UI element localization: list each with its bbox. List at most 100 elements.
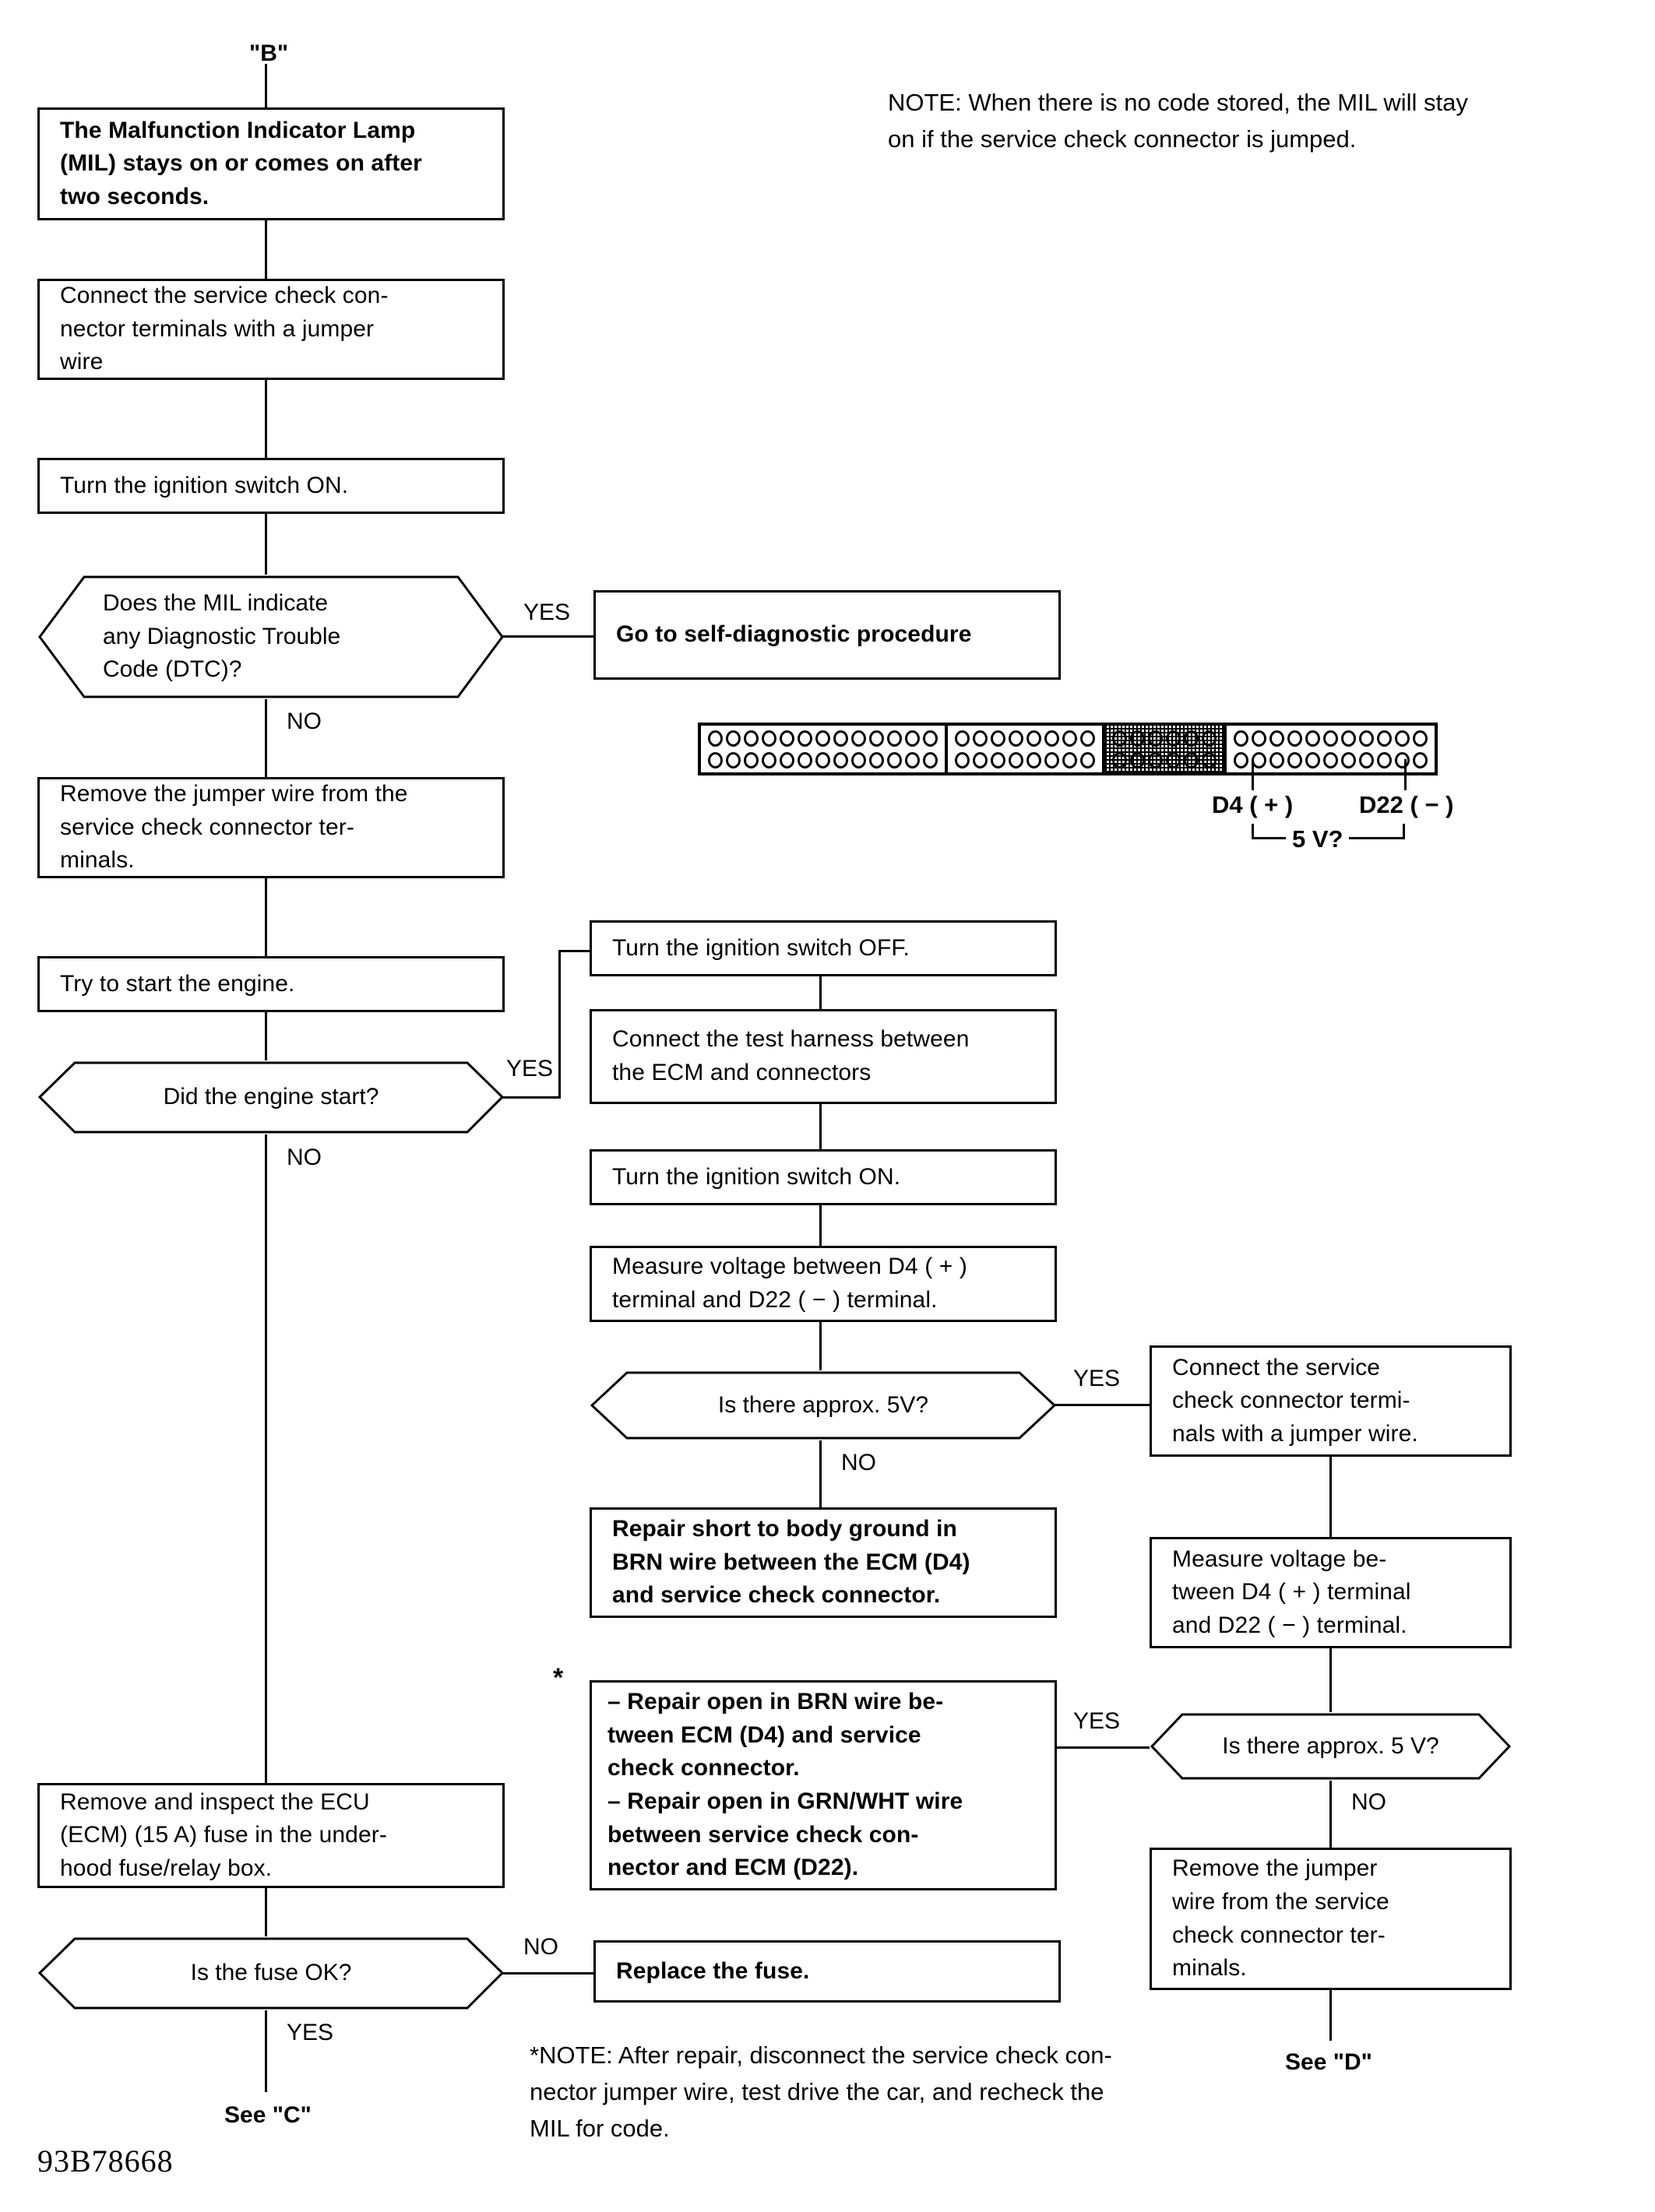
process-replace-fuse: Replace the fuse.: [593, 1940, 1061, 2003]
top-note: NOTE: When there is no code stored, the …: [888, 89, 1468, 153]
connector-line-no-r1: [1329, 1781, 1332, 1848]
pin: [1009, 730, 1023, 747]
exit-tag-d: See "D": [1285, 2049, 1372, 2075]
process-connect-harness-text: Connect the test harness between the ECM…: [612, 1026, 970, 1085]
process-remove-jumper-2: Remove the jumper wire from the service …: [1150, 1848, 1512, 1990]
pin: [1269, 730, 1284, 747]
pin: [887, 751, 902, 768]
pin: [955, 751, 970, 768]
label-no-3: NO: [523, 1934, 558, 1960]
process-ignition-on-2: Turn the ignition switch ON.: [590, 1149, 1057, 1205]
pin: [1130, 751, 1145, 768]
pin: [833, 730, 848, 747]
asterisk-marker: *: [553, 1663, 564, 1693]
pin: [1026, 730, 1041, 747]
branch-line-yes-2a: [502, 1096, 561, 1099]
pin: [1269, 751, 1284, 768]
branch-line-yes-2b: [558, 950, 561, 1098]
label-yes-m1: YES: [1073, 1366, 1121, 1391]
decision-engine-start: Did the engine start?: [37, 1060, 505, 1134]
decision-approx-5v-1: Is there approx. 5V?: [590, 1370, 1057, 1440]
decision-approx-5v-2: Is there approx. 5 V?: [1150, 1712, 1512, 1781]
pin: [991, 751, 1005, 768]
decision-approx-5v-1-text: Is there approx. 5V?: [717, 1391, 929, 1418]
pin: [1080, 730, 1095, 747]
pin: [1413, 751, 1428, 768]
pin: [1413, 730, 1428, 747]
pin: [1234, 730, 1248, 747]
process-inspect-fuse: Remove and inspect the ECU (ECM) (15 A) …: [37, 1783, 505, 1888]
pin: [973, 751, 988, 768]
pin: [869, 730, 884, 747]
pin: [1287, 730, 1302, 747]
pin: [923, 751, 938, 768]
connector-line-2: [265, 380, 267, 458]
connector-line-6: [265, 1888, 267, 1936]
pin: [1359, 751, 1374, 768]
pin-row: [708, 751, 938, 768]
process-ignition-off: Turn the ignition switch OFF.: [590, 920, 1057, 976]
branch-line-yes-m1: [1055, 1404, 1150, 1406]
pin-row: [1112, 730, 1217, 747]
pin: [762, 751, 776, 768]
pin: [780, 751, 794, 768]
pin: [1184, 730, 1199, 747]
decision-fuse-ok: Is the fuse OK?: [37, 1936, 505, 2010]
pin: [1395, 730, 1410, 747]
pin: [887, 730, 902, 747]
process-measure-voltage-2: Measure voltage be- tween D4 ( + ) termi…: [1150, 1537, 1512, 1648]
entry-tag-b: "B": [249, 40, 289, 66]
pin: [726, 730, 741, 747]
label-no-2: NO: [287, 1145, 322, 1170]
connector-line-m4: [819, 1322, 822, 1370]
branch-line-no-3: [502, 1972, 596, 1975]
pin: [1341, 751, 1356, 768]
terminal-label-d22: D22 ( − ): [1359, 791, 1454, 818]
process-connect-jumper: Connect the service check con- nector te…: [37, 279, 505, 380]
pin: [955, 730, 970, 747]
connector-line-m2: [819, 1104, 822, 1149]
process-ignition-on-1: Turn the ignition switch ON.: [37, 458, 505, 514]
decision-fuse-ok-text: Is the fuse OK?: [190, 1960, 352, 1986]
pin: [1026, 751, 1041, 768]
process-repair-open-text: – Repair open in BRN wire be- tween ECM …: [607, 1689, 963, 1881]
pin: [708, 751, 723, 768]
footer-note: *NOTE: After repair, disconnect the serv…: [530, 2041, 1112, 2143]
pin: [1287, 751, 1302, 768]
label-yes-1: YES: [523, 600, 571, 625]
label-no-m1: NO: [841, 1450, 876, 1475]
process-replace-fuse-text: Replace the fuse.: [616, 1957, 810, 1984]
process-self-diagnostic-text: Go to self-diagnostic procedure: [616, 621, 972, 648]
pin: [1044, 751, 1059, 768]
ecm-connector-diagram: [698, 723, 1438, 775]
leader-line-d4: [1252, 759, 1254, 790]
decision-approx-5v-2-text: Is there approx. 5 V?: [1222, 1732, 1439, 1759]
process-try-start-text: Try to start the engine.: [60, 970, 295, 997]
pin: [1112, 730, 1127, 747]
process-self-diagnostic: Go to self-diagnostic procedure: [593, 590, 1061, 680]
pin: [1112, 751, 1127, 768]
pin: [815, 730, 830, 747]
pin-row: [1112, 751, 1217, 768]
connector-line-4: [265, 878, 267, 956]
label-no-r1: NO: [1351, 1789, 1386, 1815]
process-connect-jumper-2-text: Connect the service check connector term…: [1172, 1354, 1418, 1447]
pin: [833, 751, 848, 768]
process-measure-voltage-1: Measure voltage between D4 ( + ) termina…: [590, 1246, 1057, 1322]
pin: [973, 730, 988, 747]
process-ignition-off-text: Turn the ignition switch OFF.: [612, 934, 910, 961]
process-connect-jumper-2: Connect the service check connector term…: [1150, 1345, 1512, 1457]
pin: [1359, 730, 1374, 747]
process-remove-jumper-1: Remove the jumper wire from the service …: [37, 777, 505, 878]
pin: [798, 730, 812, 747]
pin: [1148, 751, 1163, 768]
branch-line-yes-r2: [1055, 1746, 1150, 1749]
connector-line-entry: [265, 64, 267, 107]
process-measure-voltage-2-text: Measure voltage be- tween D4 ( + ) termi…: [1172, 1546, 1411, 1638]
connector-line-m1: [819, 976, 822, 1009]
pin: [1166, 730, 1181, 747]
pin: [780, 730, 794, 747]
pin: [1341, 730, 1356, 747]
decision-mil-dtc-text: Does the MIL indicate any Diagnostic Tro…: [103, 590, 341, 683]
